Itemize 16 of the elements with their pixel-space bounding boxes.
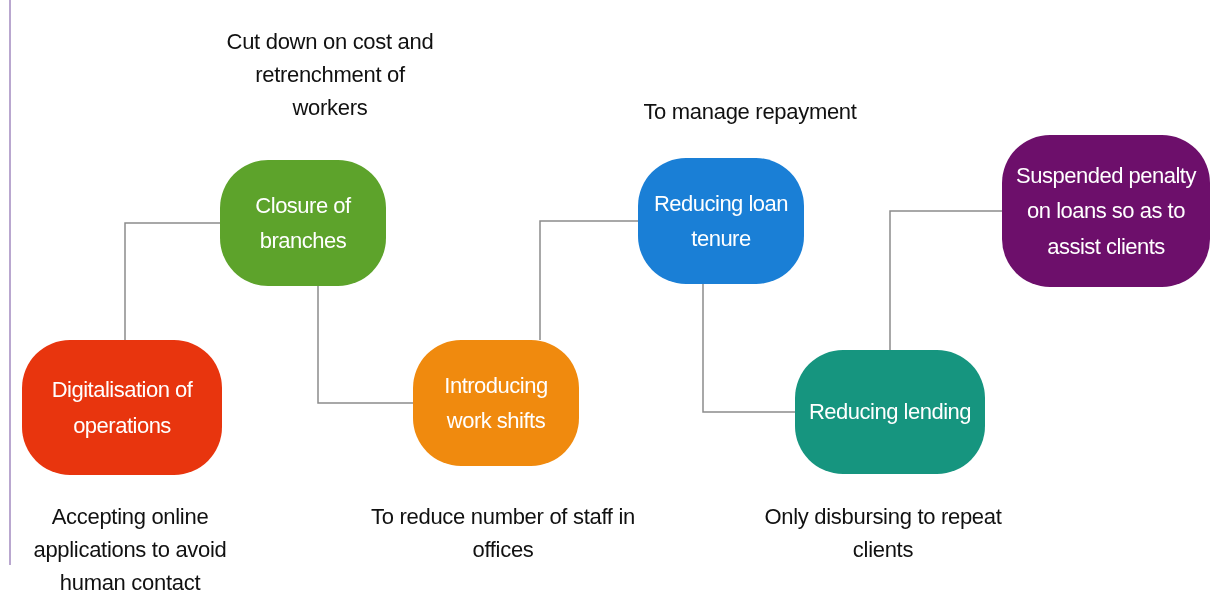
note-text: To reduce number of staff in offices [370,503,636,564]
process-box: Reducing lending [795,350,985,474]
process-box: Reducing loan tenure [638,158,804,284]
connector-line [317,285,414,404]
connector-line [124,222,221,341]
process-box: Introducing work shifts [413,340,579,466]
process-box: Closure of branches [220,160,386,286]
connector-line [702,283,796,413]
connector-line [889,210,1003,351]
note-text: Accepting online applications to avoid human contact [32,503,228,597]
note-text: Cut down on cost and retrenchment of workers [225,28,435,122]
note-text: Only disbursing to repeat clients [763,503,1003,564]
process-box: Digitalisation of operations [22,340,222,475]
process-box: Suspended penalty on loans so as to assist clients [1002,135,1210,287]
note-text: To manage repayment [642,98,858,126]
connector-line [539,220,639,341]
